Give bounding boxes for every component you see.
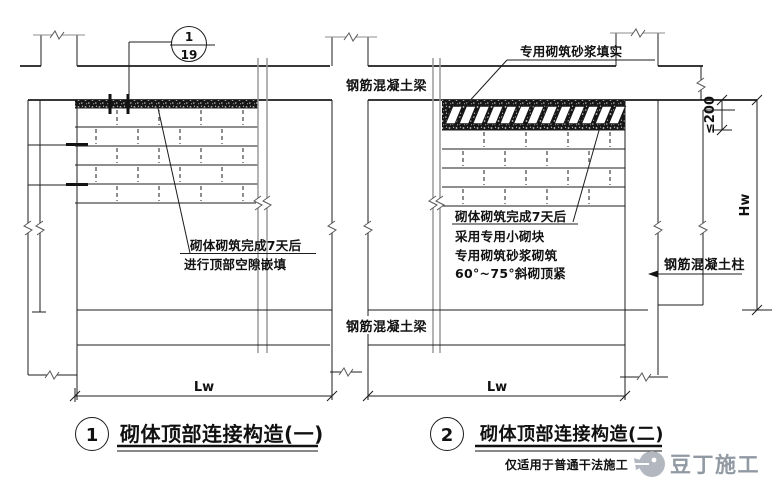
bubble-sheet: 19	[181, 48, 198, 62]
detail-reference-bubble: 1 19	[128, 26, 215, 100]
detail2-annotation: 砌体砌筑完成7天后 采用专用小砌块 专用砌筑砂浆砌筑 60°~75°斜砌顶紧	[452, 126, 601, 281]
detail1-title: 砌体顶部连接构造(一)	[120, 422, 324, 446]
break-symbols	[23, 28, 708, 382]
bubble-number: 1	[185, 30, 193, 44]
left-column	[27, 100, 88, 376]
brand-watermark: 豆丁施工	[634, 451, 760, 477]
diagonal-brick-pattern	[444, 105, 627, 125]
top-note: 专用砌筑砂浆填实	[520, 44, 622, 59]
dimensions: Lw Lw ≤200 Hw	[69, 94, 772, 402]
detail2-wall	[368, 58, 648, 400]
masonry-brick-pattern	[442, 132, 625, 207]
dim-gap: ≤200	[703, 96, 718, 134]
note-line-2: 进行顶部空隙嵌填	[184, 257, 287, 272]
dim-lw-1: Lw	[194, 380, 214, 395]
note-line-1: 砌体砌筑完成7天后	[189, 238, 302, 253]
masonry-brick-pattern	[75, 110, 258, 204]
note-line-1: 砌体砌筑完成7天后	[454, 209, 567, 224]
mortar-fill-strip	[75, 100, 258, 108]
detail2-title: 砌体顶部连接构造(二)	[479, 423, 664, 445]
leader-arrow-icon	[648, 270, 658, 278]
beam-label-top: 钢筋混凝土梁	[346, 78, 428, 94]
dim-lw-2: Lw	[487, 380, 507, 395]
dowel-bar	[108, 94, 112, 114]
detail1-wall	[75, 58, 332, 400]
dim-height: Hw	[738, 194, 753, 217]
bird-logo-icon	[634, 451, 665, 477]
detail2-subtitle: 仅适用于普通干法施工	[504, 457, 628, 472]
brand-name: 豆丁施工	[670, 453, 760, 477]
note-line-4: 60°~75°斜砌顶紧	[455, 266, 566, 281]
detail2-top-annotation: 专用砌筑砂浆填实	[464, 44, 655, 107]
note-line-2: 采用专用小砌块	[454, 229, 545, 244]
component-labels: 钢筋混凝土梁 钢筋混凝土梁 钢筋混凝土柱	[342, 78, 745, 335]
caption-number: 1	[86, 425, 99, 446]
beam-label-bottom: 钢筋混凝土梁	[346, 319, 428, 335]
dowel-bar	[126, 94, 130, 114]
caption-number: 2	[441, 425, 454, 446]
detail1-caption: 1 砌体顶部连接构造(一)	[75, 417, 324, 452]
column-label: 钢筋混凝土柱	[664, 257, 745, 273]
detail2-caption: 2 砌体顶部连接构造(二) 仅适用于普通干法施工	[430, 417, 664, 472]
middle-column	[330, 100, 369, 400]
note-line-3: 专用砌筑砂浆砌筑	[455, 248, 558, 263]
detail1-annotation: 砌体砌筑完成7天后 进行顶部空隙嵌填	[157, 107, 316, 272]
